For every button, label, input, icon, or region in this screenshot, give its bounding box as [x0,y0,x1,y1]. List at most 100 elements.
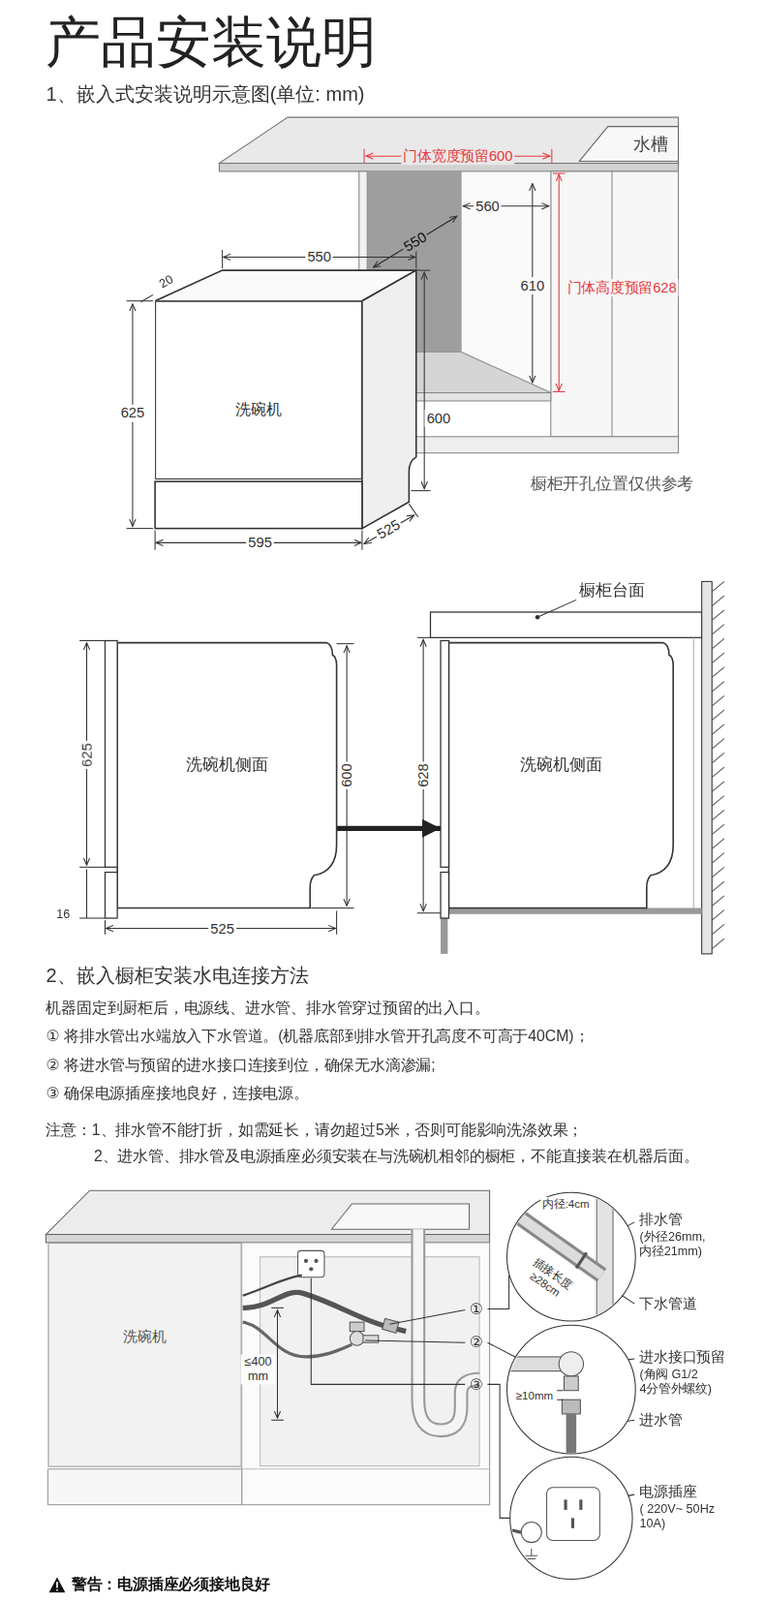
leader-line [487,1275,509,1310]
part-spec: (角阀 G1/2 4分管外螺纹) [639,1366,741,1396]
countertop [218,117,678,163]
dimension: 550 [305,248,334,267]
plumbing [349,1331,365,1347]
dimension-line [424,272,426,489]
side-view-details [440,918,448,954]
countertop [579,126,678,162]
appliance-outline [117,642,337,909]
kitchen-cabinet [45,1190,490,1234]
section-heading: 1、嵌入式安装说明示意图(单位: mm) [45,83,365,107]
dimension: 插接长度 ≥28cm [517,1251,582,1308]
appliance-front: 洗碗机 [48,1242,243,1468]
node-label: 洗碗机侧面 [520,755,602,775]
side-view-details [448,907,702,914]
dimension-line [126,527,153,529]
appliance-outline [448,642,674,909]
dimension-line [550,149,552,164]
dimension: 595 [245,534,275,552]
part-name: 电源插座 [639,1482,697,1500]
side-view-details [693,637,695,908]
dimension-line [104,919,106,935]
dimension-line [126,149,566,551]
dimension: 628 [414,761,432,790]
dimension-line [410,489,430,491]
plumbing [418,1228,480,1431]
leader-line [487,1383,510,1518]
dimension: 内径:4cm [540,1196,592,1211]
leader-line [365,1340,465,1343]
detail-circle [507,1183,637,1580]
dimension-line [408,503,418,518]
detail-circle [563,1376,579,1391]
dimension-line [423,639,425,911]
dimension-line [415,249,417,269]
detail-circle [556,1399,563,1401]
side-outline [104,642,337,909]
detail-circle [596,1183,613,1337]
dimension-line [552,173,566,175]
dimension: 20 [156,272,177,292]
node-label: 洗碗机 [235,398,281,418]
detail-circle [515,1213,603,1275]
detail-circle [566,1413,578,1460]
detail-circle [515,1213,603,1275]
door-panel [104,640,118,867]
warning-icon [56,1589,59,1592]
dimension: ≤400 mm [241,1353,276,1383]
leader-line [310,1278,465,1385]
callout-number: ① [469,1299,484,1318]
door-panel [104,872,118,918]
part-name: 进水接口预留 [639,1347,725,1366]
dimension-line [336,911,337,935]
dimension-line [336,642,355,644]
dimension: 525 [371,515,405,545]
detail-circle [571,1517,575,1529]
dimension-line [86,642,88,866]
plumbing [363,1335,379,1343]
cabinet-opening [611,171,612,437]
dimension-line [552,391,566,393]
detail-circle [547,1487,601,1541]
detail-circle [561,1399,581,1414]
dimension: 门体高度预留628 [565,278,679,297]
dimension-line [364,515,415,544]
side-view-details [430,581,725,953]
warning-text: 警告：电源插座必须接地良好 [71,1574,271,1593]
kitchen-cabinet [242,1242,490,1505]
dimension: 625 [78,740,96,769]
kitchen-cabinet [242,1468,490,1469]
plumbing [243,1321,353,1357]
dimension-line [462,205,549,207]
dimension-line [155,542,362,544]
plumbing [382,1317,399,1333]
instruction: 机器固定到厨柜后，电源线、进水管、排水管穿过预留的出入口。 [45,998,490,1017]
page-title: 产品安装说明 [45,12,376,74]
dimension-line [361,530,363,551]
detail-circle [563,1499,567,1510]
side-view: 洗碗机侧面 [440,642,674,909]
plumbing [313,1258,318,1263]
plumbing [304,1258,308,1263]
dimension-line [79,637,441,935]
kitchen-cabinet [45,1190,490,1504]
side-view: 洗碗机侧面 [104,642,337,909]
note: 2、进水管、排水管及电源插座必须安装在与洗碗机相邻的橱柜，不能直接装在机器后面。 [93,1146,700,1165]
plumbing [271,1419,284,1421]
plumbing [243,1228,480,1431]
detail-circle [576,1252,587,1268]
side-view-details [539,599,577,616]
part-name: 水槽 [633,134,669,155]
dimension-line [86,868,88,918]
dimension-line [126,300,153,302]
dimension-line [106,927,337,929]
appliance-front: 洗碗机 [154,301,363,480]
warning-icon [49,1576,66,1592]
leader-line [389,1309,465,1324]
dimension-line [79,640,105,642]
node-label: 洗碗机侧面 [185,755,268,775]
note: 橱柜开孔位置仅供参考 [530,473,695,493]
detail-circle [507,1192,637,1321]
detail-circle [510,1351,584,1461]
